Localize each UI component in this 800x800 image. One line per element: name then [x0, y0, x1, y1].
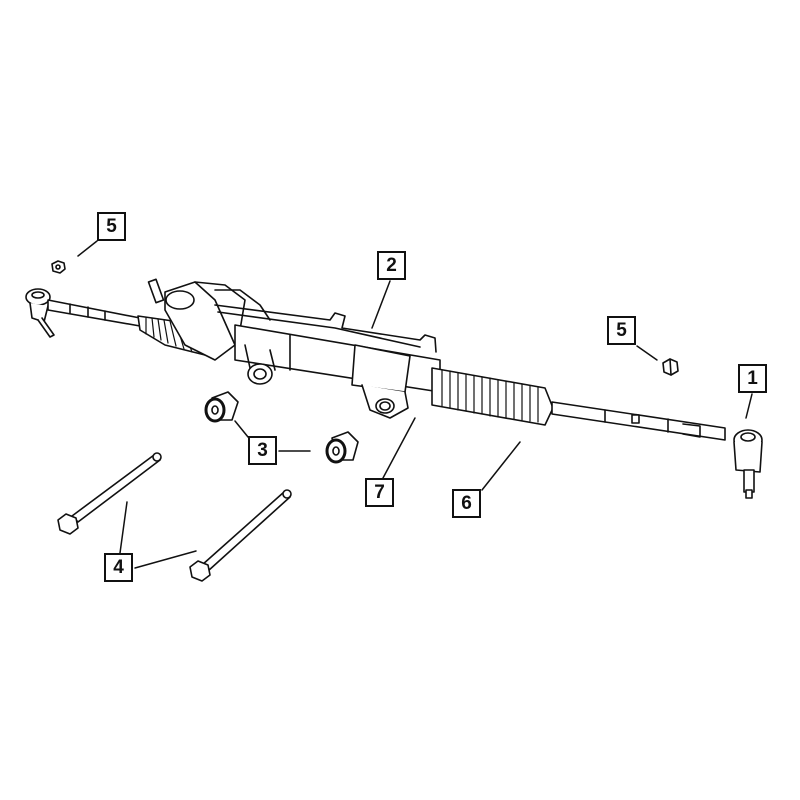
pinion-valve-housing [147, 278, 271, 361]
callout-2: 2 [377, 251, 406, 280]
callout-5-left: 5 [97, 212, 126, 241]
right-nut-icon [662, 358, 679, 376]
callout-4: 4 [104, 553, 133, 582]
right-boot [431, 367, 554, 426]
bolt-upper-icon [57, 452, 162, 535]
left-tie-rod-end [25, 288, 141, 338]
bushing-left-icon [204, 391, 239, 423]
right-tie-rod-end [733, 429, 763, 499]
callout-6: 6 [452, 489, 481, 518]
rack-housing [214, 304, 441, 419]
bolt-lower-icon [189, 489, 292, 582]
callout-5-right: 5 [607, 316, 636, 345]
leader-lines [77, 240, 753, 569]
right-tie-rod [551, 401, 726, 441]
left-nut-icon [51, 260, 66, 274]
callout-7: 7 [365, 478, 394, 507]
callout-1: 1 [738, 364, 767, 393]
callout-3: 3 [248, 436, 277, 465]
bushing-right-icon [325, 431, 359, 464]
